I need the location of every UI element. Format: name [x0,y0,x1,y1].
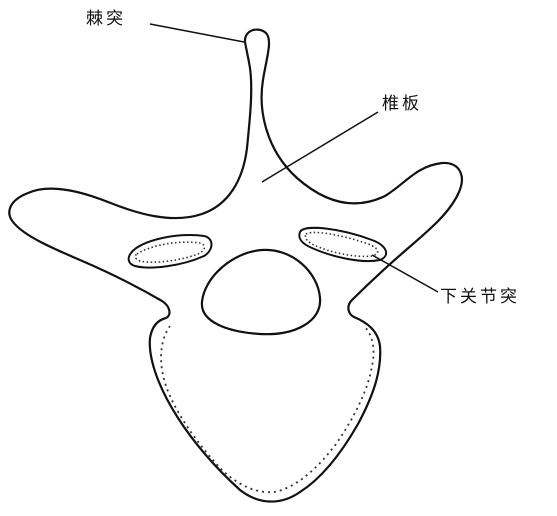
left-articular-facet [129,235,212,268]
lamina-label: 椎板 [382,96,422,113]
spinous-process-leader [150,24,244,42]
inferior-articular-process-label: 下关节突 [440,289,520,306]
inferior-articular-leader [372,255,438,292]
lamina-leader [262,112,378,182]
vertebral-foramen [202,250,320,334]
spinous-process-label: 棘突 [86,11,126,28]
vertebral-body-margin [161,326,374,492]
